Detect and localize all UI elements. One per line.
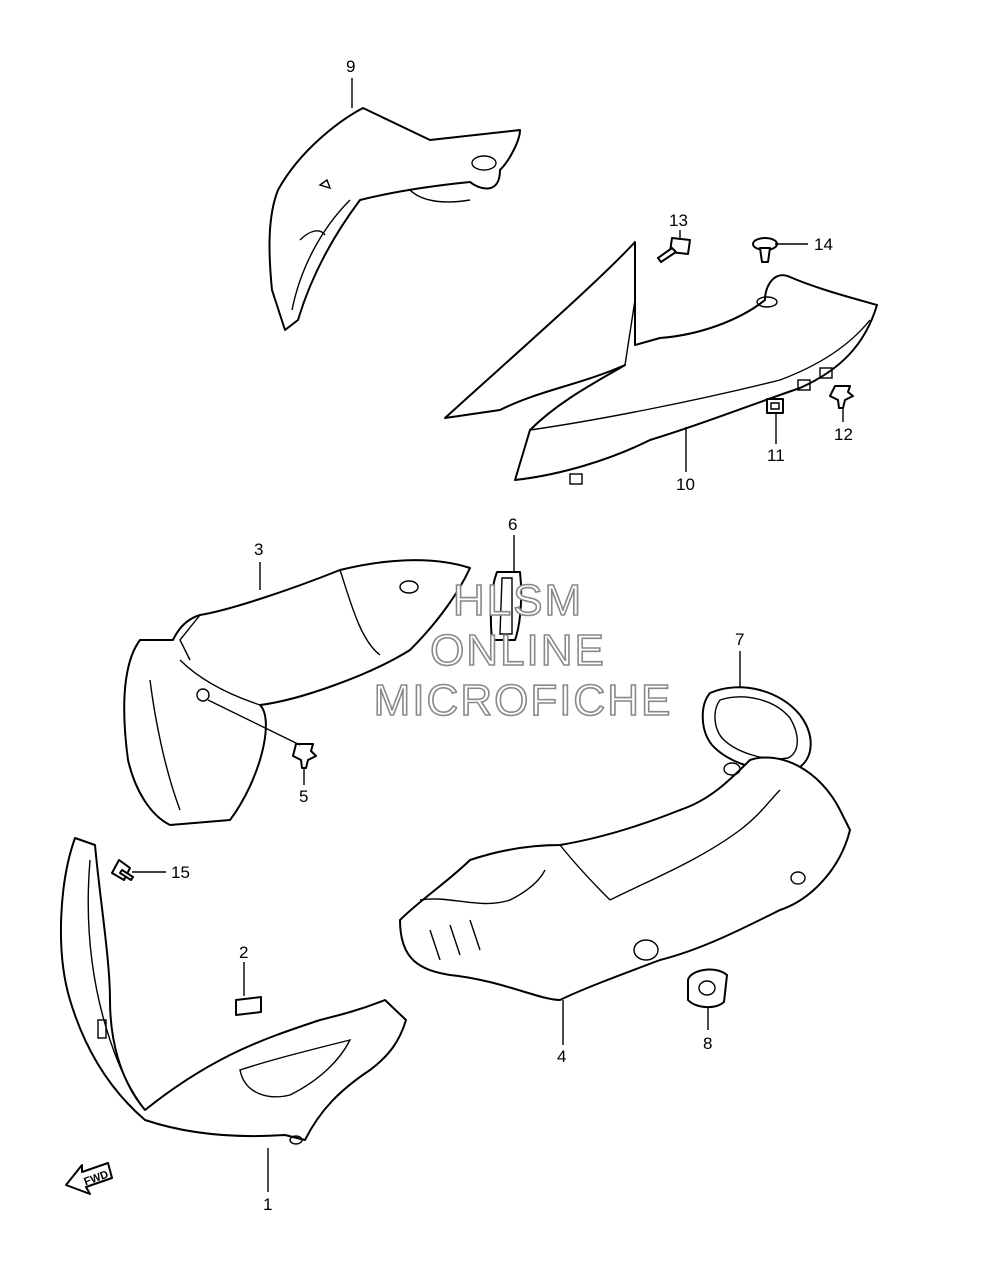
callout-10: 10 [676,475,695,494]
part-8-grommet [687,968,728,1008]
part-10-side-cover [444,241,878,485]
watermark-line-1: HLSM [453,576,583,625]
watermark-line-2: ONLINE [430,626,606,675]
callout-11: 11 [767,446,785,465]
watermark: HLSM ONLINE MICROFICHE [373,575,673,726]
callout-6: 6 [508,515,517,534]
callout-15: 15 [171,863,190,882]
part-11-nut [766,398,784,414]
callout-5: 5 [299,787,308,806]
callout-4: 4 [557,1047,566,1066]
part-3-air-duct [123,559,471,826]
callout-1: 1 [263,1195,272,1214]
callout-8: 8 [703,1034,712,1053]
part-13-screw [657,237,691,263]
part-15-screw [111,859,134,881]
fwd-arrow: FWD [65,1162,113,1195]
part-6-seal [489,571,523,641]
callout-9: 9 [346,57,355,76]
part-5-clip [292,743,317,769]
callout-2: 2 [239,943,248,962]
callout-12: 12 [834,425,853,444]
leader-lines [132,78,844,1192]
part-4-air-duct [399,756,851,1001]
part-2-label [235,996,262,1016]
callout-3: 3 [254,540,263,559]
callout-numbers: 9 13 14 12 11 10 3 6 7 5 15 2 4 8 1 [171,57,853,1214]
part-14-rivet [752,237,778,263]
watermark-line-3: MICROFICHE [374,676,673,725]
callout-7: 7 [735,630,744,649]
part-9-upper-cover [268,107,521,331]
part-1-front-cowl [59,837,407,1145]
callout-13: 13 [669,211,688,230]
callout-14: 14 [814,235,833,254]
part-12-clip [829,385,854,409]
